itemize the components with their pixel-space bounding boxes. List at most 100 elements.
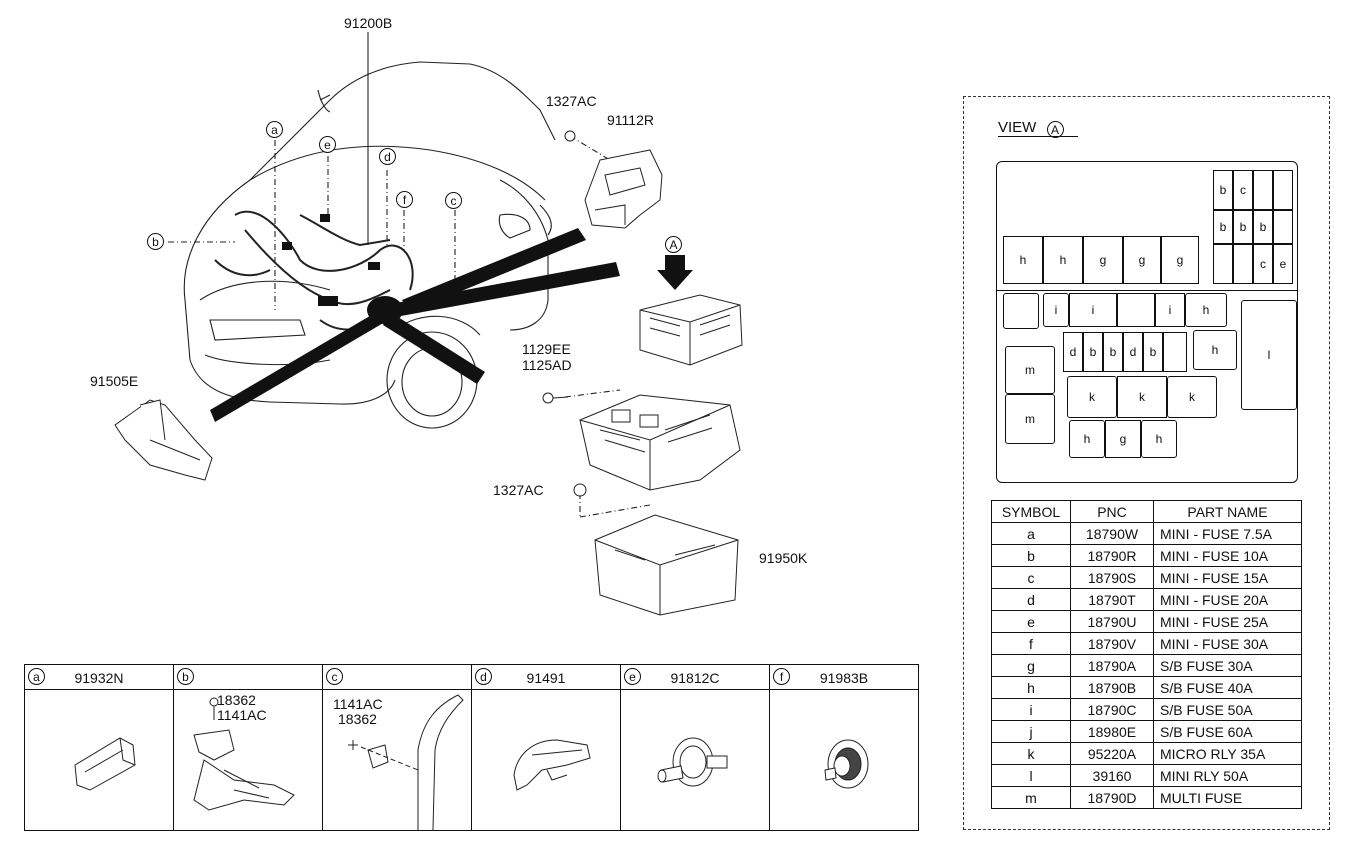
view-a-panel: VIEW A b c b b b c e h h g g g i i i h d… [963, 96, 1330, 830]
pnc-cell: 18790W [1070, 522, 1154, 545]
part-name-cell: MINI - FUSE 20A [1153, 588, 1302, 611]
symbol-cell: b [991, 544, 1071, 567]
fuse-slot: h [1003, 236, 1043, 284]
marker-d: d [379, 148, 396, 165]
fuse-slot: h [1069, 420, 1105, 458]
detail-marker-f: f [773, 668, 790, 685]
label-cover: 91112R [607, 112, 654, 128]
marker-a: a [266, 121, 283, 138]
part-name-cell: MULTI FUSE [1153, 786, 1302, 809]
marker-f: f [396, 191, 413, 208]
fuse-box-divider [997, 290, 1297, 291]
symbol-cell: f [991, 632, 1071, 655]
symbol-cell: k [991, 742, 1071, 765]
fuse-slot: b [1233, 210, 1253, 244]
pnc-cell: 18790T [1070, 588, 1154, 611]
marker-b: b [147, 233, 164, 250]
part-name-cell: S/B FUSE 50A [1153, 698, 1302, 721]
pnc-cell: 18790S [1070, 566, 1154, 589]
detail-cell-e: e 91812C [621, 665, 770, 830]
detail-part-f: 91983B [819, 670, 869, 686]
detail-part-a: 91932N [74, 670, 124, 686]
fuse-slot: k [1067, 376, 1117, 418]
fuse-slot: e [1273, 244, 1293, 284]
symbol-cell: m [991, 786, 1071, 809]
detail-cell-c: c 1141AC 18362 [323, 665, 472, 830]
fuse-slot: i [1069, 293, 1117, 327]
fuse-slot [1253, 170, 1273, 210]
fuse-slot: g [1083, 236, 1123, 284]
pnc-cell: 18790R [1070, 544, 1154, 567]
pnc-cell: 18790A [1070, 654, 1154, 677]
symbol-cell: a [991, 522, 1071, 545]
protector-drawing [513, 739, 591, 791]
label-bracket: 91505E [90, 373, 139, 389]
part-name-cell: MICRO RLY 35A [1153, 742, 1302, 765]
fuse-slot: m [1005, 394, 1055, 444]
detail-cell-d: d 91491 [472, 665, 621, 830]
fuse-slot: b [1083, 332, 1103, 372]
label-nut-top: 1327AC [546, 93, 597, 109]
detail-callout-table: a 91932N b 18362 1141AC c 1141A [24, 664, 919, 831]
marker-view-a: A [665, 236, 682, 253]
marker-c: c [445, 192, 462, 209]
fuse-slot: g [1161, 236, 1199, 284]
pillar-bracket-drawing [348, 694, 464, 830]
symbol-cell: e [991, 610, 1071, 633]
symbol-cell: d [991, 588, 1071, 611]
view-a-title: VIEW A [998, 119, 1064, 138]
fuse-slot: b [1213, 170, 1233, 210]
pnc-cell: 95220A [1070, 742, 1154, 765]
symbol-cell: i [991, 698, 1071, 721]
part-name-cell: MINI - FUSE 7.5A [1153, 522, 1302, 545]
fuse-slot: i [1155, 293, 1185, 327]
fuse-slot: b [1103, 332, 1123, 372]
label-harness: 91200B [344, 15, 393, 31]
column-header: PART NAME [1153, 500, 1302, 523]
fuse-slot [1273, 170, 1293, 210]
view-a-title-underline [998, 136, 1078, 137]
parts-table-header: SYMBOL PNC PART NAME [991, 500, 1302, 523]
detail-cell-f: f 91983B [770, 665, 918, 830]
fuse-slot: c [1233, 170, 1253, 210]
fuse-slot: k [1167, 376, 1217, 418]
grommet-f-drawing [824, 739, 869, 789]
fuse-slot [1163, 332, 1187, 372]
clip-bracket-drawing [74, 737, 136, 791]
fuse-slot: h [1141, 420, 1177, 458]
detail-cell-a: a 91932N [25, 665, 174, 830]
pnc-cell: 18980E [1070, 720, 1154, 743]
detail-cell-b: b 18362 1141AC [174, 665, 323, 830]
column-header: PNC [1070, 500, 1154, 523]
symbol-cell: j [991, 720, 1071, 743]
label-nut-bottom: 1327AC [493, 482, 544, 498]
symbol-cell: g [991, 654, 1071, 677]
view-a-title-text: VIEW [998, 119, 1037, 136]
part-name-cell: S/B FUSE 30A [1153, 654, 1302, 677]
fuse-slot: k [1117, 376, 1167, 418]
fuse-slot [1213, 244, 1233, 284]
part-name-cell: MINI - FUSE 10A [1153, 544, 1302, 567]
fuse-slot: b [1143, 332, 1163, 372]
fuse-slot [1273, 210, 1293, 244]
fuse-slot [1003, 293, 1039, 329]
fuse-slot: c [1253, 244, 1273, 284]
pnc-cell: 18790B [1070, 676, 1154, 699]
view-a-marker: A [1046, 121, 1064, 138]
pnc-cell: 18790C [1070, 698, 1154, 721]
fuse-box-layout: b c b b b c e h h g g g i i i h d b b d … [996, 161, 1298, 483]
part-name-cell: MINI - FUSE 15A [1153, 566, 1302, 589]
detail-marker-e: e [624, 668, 641, 685]
part-name-cell: S/B FUSE 40A [1153, 676, 1302, 699]
marker-e: e [319, 136, 336, 153]
symbol-cell: h [991, 676, 1071, 699]
fuse-slot: g [1105, 420, 1141, 458]
